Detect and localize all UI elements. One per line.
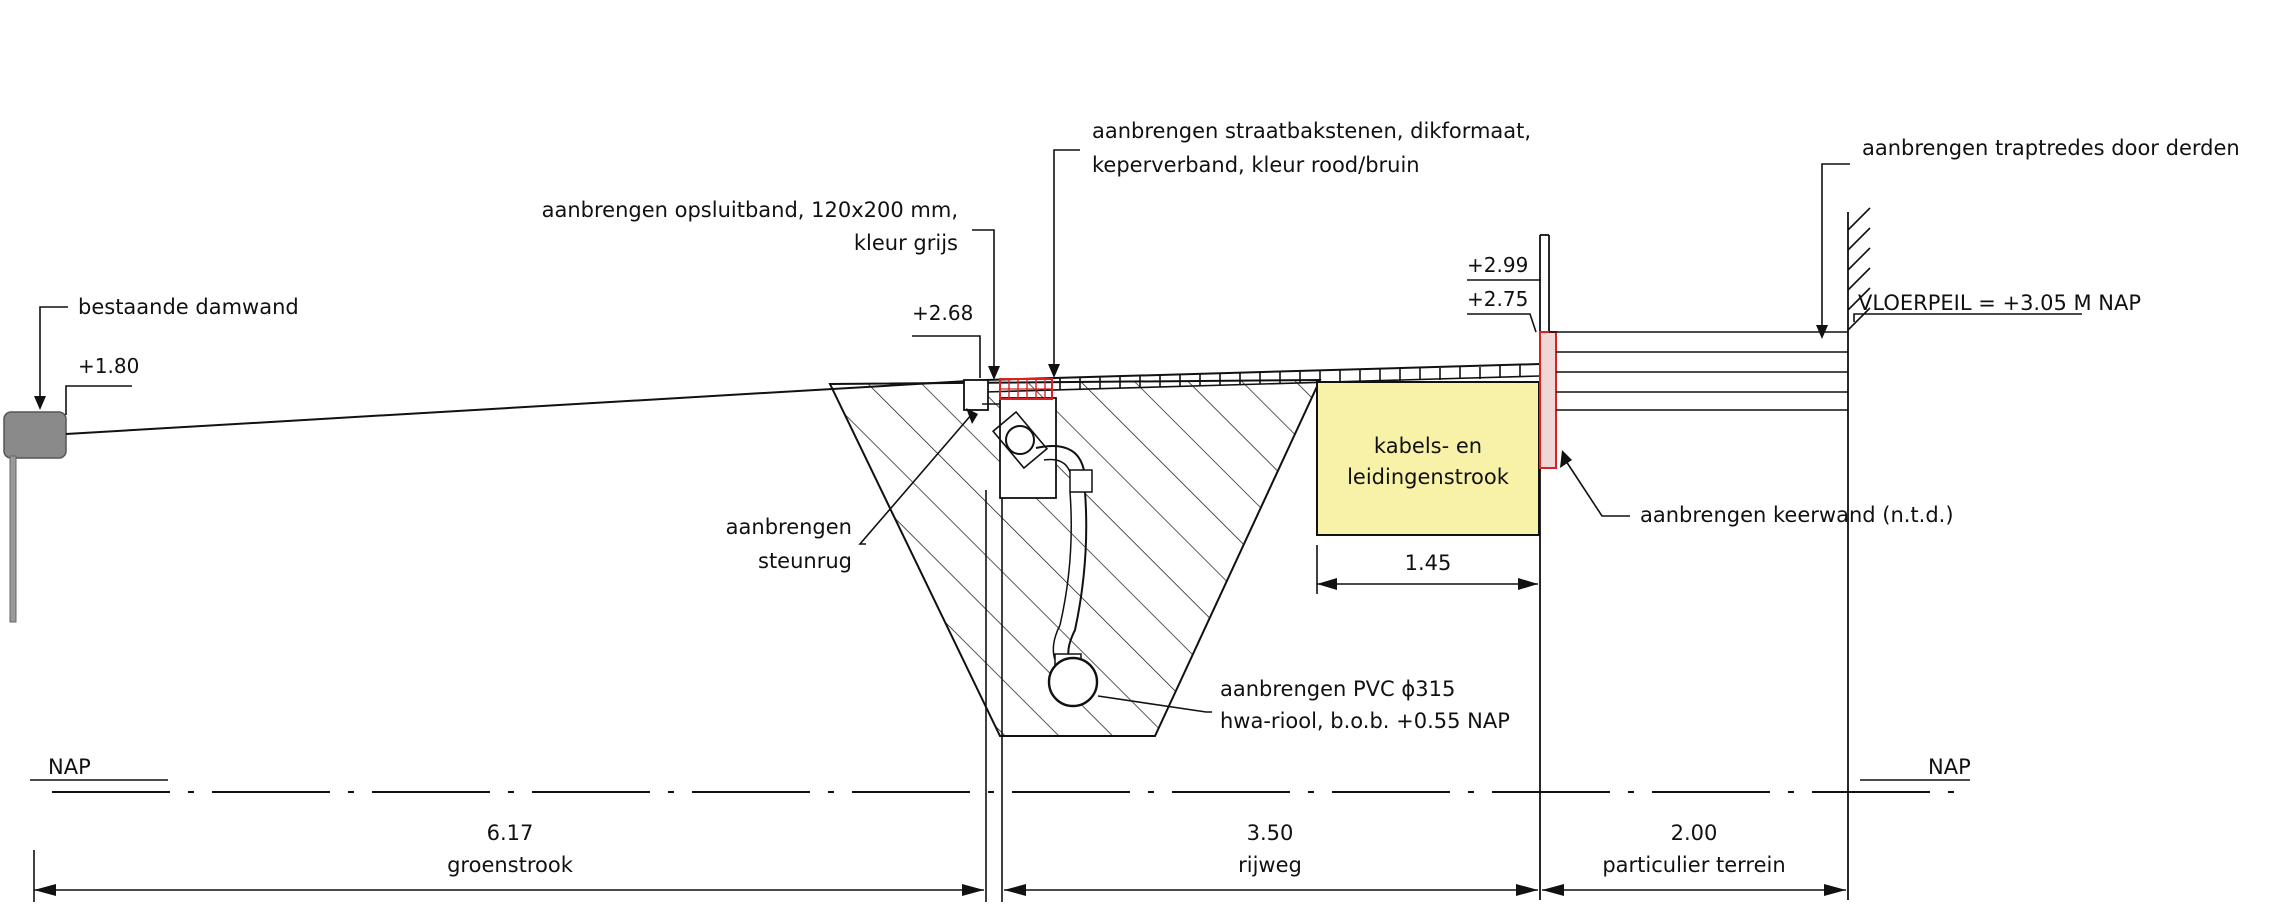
label-curb: aanbrengen opsluitband, 120x200 mm, kleu… — [542, 198, 1000, 380]
dim-private-label: particulier terrein — [1602, 853, 1785, 877]
svg-text:1.45: 1.45 — [1405, 551, 1452, 575]
svg-text:+2.75: +2.75 — [1467, 287, 1528, 311]
nap-line: NAP NAP — [30, 755, 1971, 793]
curb — [963, 379, 1000, 411]
trench-hatched-fill — [828, 378, 1322, 737]
label-support: aanbrengen steunrug — [726, 408, 978, 573]
svg-text:aanbrengen keerwand (n.t.d.): aanbrengen keerwand (n.t.d.) — [1640, 503, 1954, 527]
svg-text:+1.80: +1.80 — [78, 354, 139, 378]
label-damwand: bestaande damwand — [34, 295, 299, 410]
nap-left-label: NAP — [48, 755, 91, 779]
label-steps: aanbrengen traptredes door derden — [1816, 136, 2240, 339]
level-road-edge: +2.75 — [1467, 287, 1537, 333]
svg-text:aanbrengen straatbakstenen, di: aanbrengen straatbakstenen, dikformaat, — [1092, 119, 1531, 143]
svg-text:steunrug: steunrug — [758, 549, 852, 573]
label-bricks: aanbrengen straatbakstenen, dikformaat, … — [1048, 119, 1531, 378]
dim-road-value: 3.50 — [1247, 821, 1294, 845]
svg-text:aanbrengen opsluitband, 120x20: aanbrengen opsluitband, 120x200 mm, — [542, 198, 958, 222]
dim-road-label: rijweg — [1238, 853, 1302, 877]
road-surface — [984, 363, 1541, 393]
label-retaining-wall: aanbrengen keerwand (n.t.d.) — [1560, 450, 1954, 527]
red-brick-detail — [999, 378, 1053, 400]
dim-private-value: 2.00 — [1671, 821, 1718, 845]
svg-text:+2.68: +2.68 — [912, 301, 973, 325]
svg-text:bestaande damwand: bestaande damwand — [78, 295, 299, 319]
dim-chain: 6.17 groenstrook 3.50 rijweg 2.00 partic… — [33, 490, 1846, 902]
svg-text:+2.99: +2.99 — [1467, 253, 1528, 277]
retaining-wall — [1539, 234, 1557, 900]
gully-ring — [1005, 425, 1035, 455]
dim-cable-strip: 1.45 — [1316, 545, 1538, 594]
drain-riser — [1067, 491, 1088, 661]
damwand — [3, 411, 67, 623]
gully-and-pipe — [991, 410, 1099, 708]
damwand-pile — [9, 455, 17, 623]
damwand-cap — [3, 411, 67, 459]
svg-text:aanbrengen traptredes door der: aanbrengen traptredes door derden — [1862, 136, 2240, 160]
retaining-wall-red — [1539, 331, 1557, 469]
svg-text:keperverband, kleur rood/bruin: keperverband, kleur rood/bruin — [1092, 153, 1420, 177]
level-curb: +2.68 — [912, 301, 981, 378]
svg-text:aanbrengen: aanbrengen — [726, 515, 852, 539]
cable-strip: kabels- en leidingenstrook — [1316, 381, 1540, 536]
label-floor-level: VLOERPEIL = +3.05 M NAP — [1853, 291, 2141, 322]
svg-text:kleur grijs: kleur grijs — [854, 231, 958, 255]
cable-strip-label-1: kabels- en — [1374, 434, 1482, 458]
steps — [1549, 207, 1871, 900]
dim-green-label: groenstrook — [447, 853, 574, 877]
pvc-pipe — [1047, 656, 1099, 708]
dim-green-value: 6.17 — [487, 821, 534, 845]
curb-block — [963, 379, 989, 411]
nap-right-label: NAP — [1928, 755, 1971, 779]
level-wall-top: +2.99 — [1467, 253, 1540, 281]
paving-joints — [1059, 365, 1521, 390]
label-pipe: aanbrengen PVC ϕ315 hwa-riool, b.o.b. +0… — [1097, 677, 1510, 733]
cable-strip-box — [1316, 381, 1540, 536]
svg-text:VLOERPEIL = +3.05 M NAP: VLOERPEIL = +3.05 M NAP — [1858, 291, 2141, 315]
svg-text:aanbrengen PVC ϕ315: aanbrengen PVC ϕ315 — [1220, 677, 1455, 701]
svg-text:hwa-riool, b.o.b. +0.55 NAP: hwa-riool, b.o.b. +0.55 NAP — [1220, 709, 1510, 733]
level-damwand: +1.80 — [65, 354, 139, 415]
cable-strip-label-2: leidingenstrook — [1347, 465, 1510, 489]
